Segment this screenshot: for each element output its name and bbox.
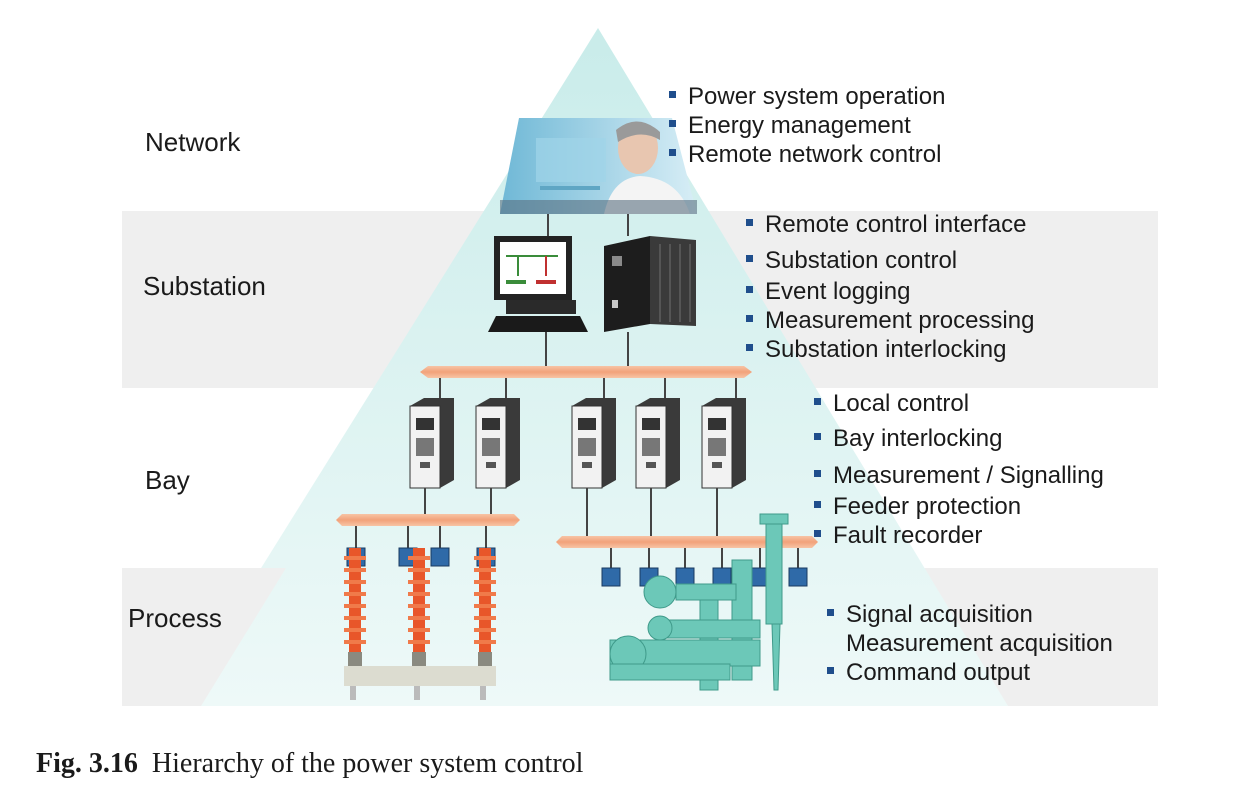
bullet-item: Feeder protection [814,493,1021,521]
level-label-bay: Bay [145,465,190,495]
bullet-square-icon [814,470,821,478]
level-label-network: Network [145,127,241,157]
bullet-square-icon [827,609,834,617]
bullet-item: Measurement acquisition [827,630,1113,658]
bullet-square-icon [814,530,821,538]
process-band-right [893,568,1158,706]
bay-device-5 [701,398,746,489]
bullet-square-icon [814,398,821,406]
bullet-item: Power system operation [669,83,945,111]
bullet-square-icon [827,667,834,675]
operator-picture [500,118,697,214]
bullet-square-icon [669,120,676,128]
bay-device-3 [571,398,616,489]
process-bus-right [556,536,818,548]
substation-controller [604,236,696,332]
substation-computer [488,236,588,332]
level-label-process: Process [128,603,222,633]
bullet-item: Remote network control [669,141,941,169]
bullet-item: Bay interlocking [814,425,1002,453]
bullet-square-icon [746,219,753,227]
bullet-item: Measurement / Signalling [814,462,1104,490]
switchgear [609,513,789,691]
bullet-square-icon [814,433,821,441]
figure-caption: Fig. 3.16 Hierarchy of the power system c… [36,748,583,780]
level-label-substation: Substation [143,271,266,301]
bullet-item: Energy management [669,112,911,140]
bullet-square-icon [814,501,821,509]
bullet-square-icon [669,91,676,99]
substation-bus [420,366,752,378]
bullet-item: Substation interlocking [746,336,1006,364]
insulators [344,548,496,700]
process-band-left-mask [122,568,286,706]
bullet-square-icon [746,255,753,263]
bay-device-2 [475,398,520,489]
bullet-square-icon [669,149,676,157]
bullet-item: Measurement processing [746,307,1034,335]
bullet-square-icon [746,286,753,294]
bullet-item: Fault recorder [814,522,982,550]
bullet-item: Signal acquisition [827,601,1033,629]
bullet-item: Command output [827,659,1030,687]
bullet-square-icon [746,344,753,352]
bay-device-4 [635,398,680,489]
figure-title: Hierarchy of the power system control [151,748,584,779]
bullet-spacer [827,638,834,645]
bullet-square-icon [746,315,753,323]
bullet-item: Event logging [746,278,910,306]
bay-device-1 [409,398,454,489]
bullet-item: Local control [814,390,969,418]
process-bus-left [336,514,520,526]
bullet-item: Remote control interface [746,211,1026,239]
figure-number: Fig. 3.16 [36,748,138,779]
bullet-item: Substation control [746,247,957,275]
